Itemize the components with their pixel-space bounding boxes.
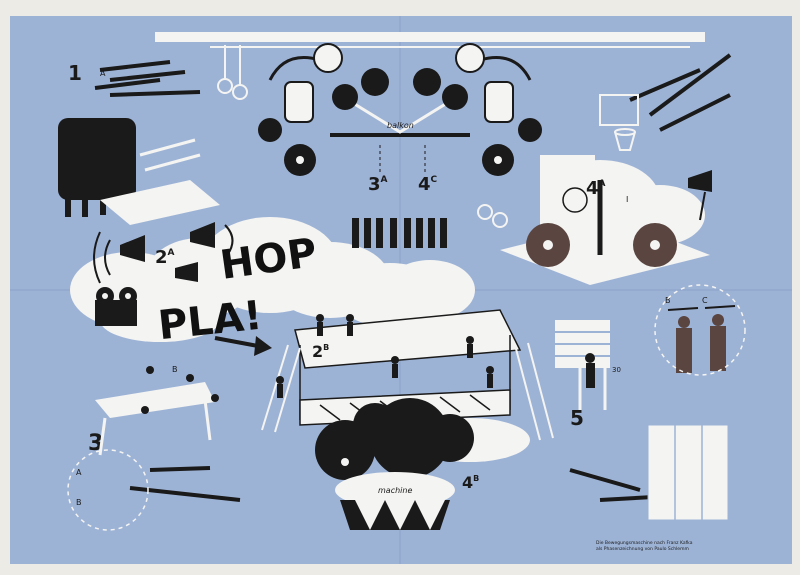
- bottom-machine: [315, 398, 474, 530]
- dashed-circle-left: [67, 449, 149, 531]
- marker-4a-i: I: [626, 195, 628, 204]
- marker-1a: A: [100, 69, 106, 78]
- tripod-right: [699, 191, 706, 221]
- balcony-label: balkon: [387, 121, 414, 130]
- megaphones: [120, 222, 215, 282]
- caption-line-1: Die Bewegungsmaschine nach Franz Kafka: [596, 540, 693, 546]
- vault-figures: [95, 366, 219, 456]
- parallel-bar: [139, 138, 196, 157]
- ladder-left: [261, 344, 301, 433]
- sound-waves: [93, 224, 234, 284]
- tape-recorder: [95, 287, 137, 326]
- marker-1: 1: [68, 61, 82, 85]
- marker-5: 5: [570, 406, 584, 430]
- lockers: [647, 424, 729, 521]
- dashed-circle-right: [654, 284, 746, 376]
- hanging-figures: [352, 218, 447, 248]
- marker-4b: 4B: [462, 473, 479, 492]
- top-machinery: [258, 43, 542, 176]
- caption-line-2: als Phasenzeichnung von Paulo Schlemm: [596, 546, 689, 552]
- rings-left: [217, 45, 248, 100]
- marker-2a: 2A: [155, 247, 175, 268]
- marker-5-small: 30: [612, 366, 621, 374]
- stage-figures: [276, 314, 494, 398]
- headline-pla: PLA!: [156, 293, 264, 350]
- marker-3b: B: [76, 498, 82, 507]
- marker-3a-top: 3A: [368, 174, 388, 195]
- batons-group-1: [94, 60, 201, 97]
- arrow-icon: [214, 336, 272, 356]
- hanging-athletes: [667, 305, 736, 373]
- parallel-bar-2: [144, 153, 201, 172]
- tag-b: B: [665, 296, 671, 305]
- rings-right: [477, 204, 508, 228]
- parallel-bars-platform: [100, 180, 220, 225]
- machine-label: machine: [378, 486, 412, 495]
- marker-3a: A: [76, 468, 82, 477]
- marker-4c: 4C: [418, 174, 438, 195]
- ring-b-label: B: [172, 365, 178, 374]
- megaphone-right: [688, 170, 712, 192]
- pencils-top-right: [629, 53, 732, 132]
- tag-c: C: [702, 296, 708, 305]
- marker-2b: 2B: [312, 342, 329, 361]
- climbing-frame: [555, 320, 610, 410]
- ceiling-beam: [155, 32, 705, 42]
- basketball-hoop: [599, 94, 639, 151]
- marker-4a: 4A: [586, 178, 606, 199]
- ladder-right: [514, 342, 554, 441]
- saw-platform: [500, 155, 710, 285]
